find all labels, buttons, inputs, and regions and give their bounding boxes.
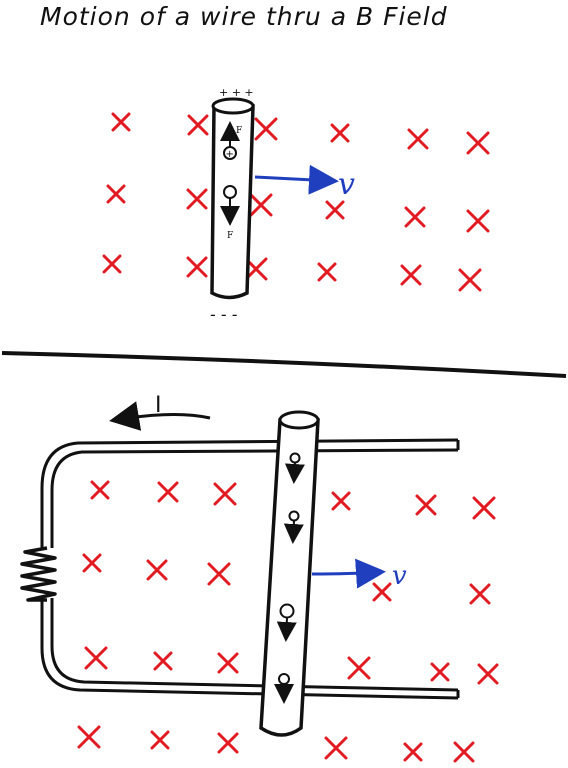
resistor-zigzag	[20, 546, 57, 602]
rod-charge-3	[276, 603, 297, 642]
moving-wire-rod	[210, 104, 255, 300]
rod-charge-2	[283, 510, 304, 544]
field-cross-5	[407, 128, 429, 150]
field-cross-17	[400, 264, 422, 286]
field-cross-11	[404, 206, 426, 228]
lower-force-label: F	[227, 231, 233, 241]
field-cross-32	[217, 652, 239, 674]
bottom-negative-charges: - - -	[210, 305, 238, 324]
lower-charge-particle	[223, 185, 237, 199]
field-cross-14	[186, 256, 208, 278]
upper-charge-sign: +	[226, 149, 234, 160]
field-cross-12	[466, 209, 490, 233]
wire-top-end	[211, 97, 255, 115]
field-cross-24	[472, 496, 496, 520]
bottom-velocity-arrow	[311, 558, 386, 589]
bottom-velocity-label: v	[392, 561, 407, 591]
field-cross-1	[111, 112, 131, 132]
upper-force-label: F	[236, 126, 242, 136]
page-title: Motion of a wire thru a B Field	[40, 2, 448, 31]
field-cross-21	[213, 482, 237, 506]
field-cross-8	[186, 188, 208, 210]
field-cross-22	[331, 491, 351, 511]
field-cross-16	[317, 262, 337, 282]
field-cross-29	[469, 583, 491, 605]
field-cross-26	[146, 559, 168, 581]
rod-charge-1	[284, 452, 305, 484]
upper-rail-outer	[40, 438, 459, 548]
field-cross-40	[403, 742, 423, 762]
lower-rail-outer	[40, 598, 459, 700]
field-cross-19	[90, 480, 110, 500]
field-cross-35	[477, 663, 499, 685]
field-cross-28	[372, 582, 392, 602]
magnetic-field-crosses	[77, 112, 499, 763]
field-cross-10	[325, 200, 345, 220]
field-cross-3	[254, 117, 278, 141]
current-direction-arrow	[109, 401, 211, 431]
field-cross-18	[458, 268, 482, 292]
field-cross-9	[249, 193, 273, 217]
field-cross-20	[157, 481, 179, 503]
current-label: I	[155, 393, 162, 418]
field-cross-36	[77, 725, 101, 749]
field-cross-25	[82, 553, 102, 573]
field-cross-39	[324, 736, 348, 760]
field-cross-2	[187, 114, 209, 136]
bottom-diagram: I	[20, 393, 460, 737]
top-velocity-arrow	[254, 164, 339, 195]
rod-charge-4	[274, 673, 294, 704]
field-cross-38	[217, 732, 239, 754]
top-positive-charges: + + +	[219, 86, 254, 99]
lower-rail-inner	[50, 598, 459, 692]
field-cross-7	[106, 184, 126, 204]
field-cross-13	[102, 254, 122, 274]
field-cross-31	[153, 651, 173, 671]
field-cross-41	[453, 741, 475, 763]
field-cross-33	[347, 656, 371, 680]
field-cross-30	[84, 646, 108, 670]
field-cross-34	[430, 662, 450, 682]
section-divider	[1, 351, 567, 378]
sliding-rod	[259, 418, 320, 737]
top-diagram: + + + - - - + F F v	[210, 86, 355, 324]
field-cross-37	[150, 730, 170, 750]
field-cross-4	[330, 123, 350, 143]
field-cross-6	[466, 131, 490, 155]
field-cross-27	[207, 562, 231, 586]
sliding-rod-top-end	[278, 410, 320, 430]
top-velocity-label: v	[338, 167, 355, 202]
upper-rail-inner	[50, 448, 459, 548]
field-cross-23	[415, 494, 437, 516]
